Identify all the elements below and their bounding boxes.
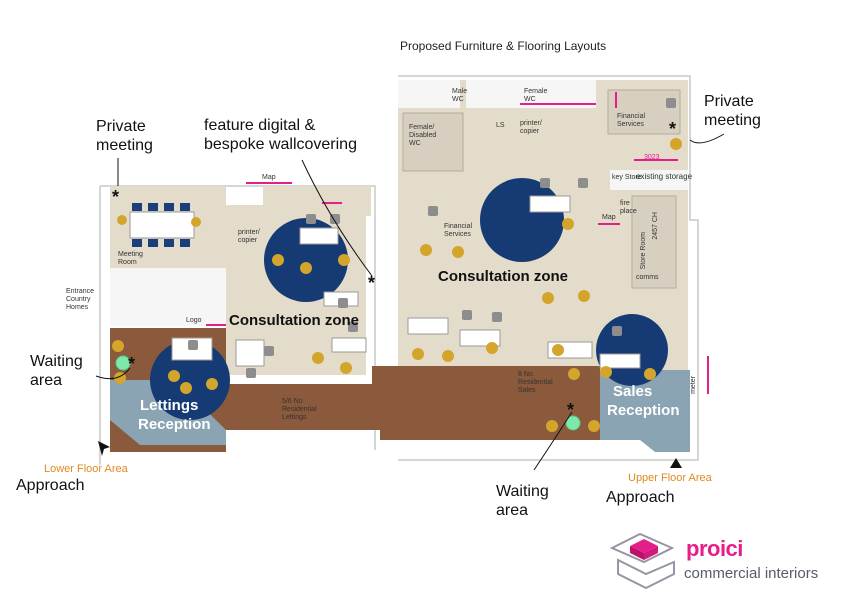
feature-wall-accents: [206, 92, 709, 394]
annotation-line: bespoke wallcovering: [204, 136, 357, 153]
map-left-label: Map: [262, 174, 276, 181]
room-line: Room: [118, 259, 137, 266]
service-rooms: [402, 89, 681, 289]
printer-copier-right-label: printer/ copier: [520, 120, 542, 136]
annotation-line: area: [496, 502, 529, 519]
room-line: Residential: [282, 406, 317, 413]
lettings-reception-label: Lettings Reception: [138, 396, 211, 434]
meeting-room-label: Meeting Room: [118, 251, 143, 267]
leader-lines: [95, 133, 725, 471]
fire-place-label: fire place: [620, 200, 637, 216]
consultation-zone-right-label: Consultation zone: [438, 268, 568, 285]
ls-label: LS: [496, 122, 505, 129]
key-store-label: key Store: [612, 174, 642, 181]
logo-wall-label: Logo: [186, 317, 202, 324]
annotation-line: Private: [704, 93, 754, 110]
map-right-label: Map: [602, 214, 616, 221]
room-line: 5/6 No: [282, 398, 303, 405]
room-line: Disabled: [409, 132, 437, 139]
page-title: Proposed Furniture & Flooring Layouts: [400, 39, 607, 53]
private-meeting-marker-icon: *: [669, 119, 677, 139]
zone-line: Reception: [607, 402, 680, 419]
brand-logo-mark: [609, 532, 675, 590]
room-line: Entrance: [66, 288, 95, 295]
room-line: WC: [452, 96, 464, 103]
dimension-2457-label: 2457 CH: [652, 212, 659, 240]
private-meeting-right-label: Private meeting: [704, 92, 761, 130]
annotation-line: Waiting: [30, 353, 83, 370]
room-line: place: [620, 208, 637, 215]
room-line: Lettings: [282, 414, 307, 421]
room-line: Female/: [409, 124, 435, 131]
room-line: printer/: [238, 229, 260, 236]
residential-lettings-label: 5/6 No Residential Lettings: [282, 398, 317, 422]
annotation-line: Waiting: [496, 483, 549, 500]
dimension-3023-label: 3023: [644, 154, 660, 161]
printer-copier-left-label: printer/ copier: [238, 229, 260, 245]
financial-services-top-label: Financial Services: [617, 113, 645, 129]
room-line: Financial: [617, 113, 646, 120]
female-disabled-wc-label: Female/ Disabled WC: [409, 124, 436, 148]
comms-label: comms: [636, 274, 659, 281]
existing-storage-label: existing storage: [636, 172, 693, 181]
annotation-line: meeting: [96, 137, 153, 154]
meeting-table: [129, 203, 195, 247]
annotation-line: Private: [96, 118, 146, 135]
waiting-area-left-label: Waiting area: [30, 352, 83, 390]
private-meeting-left-label: Private meeting: [96, 117, 153, 155]
residential-sales-label: 8 No Residential Sales: [518, 371, 553, 395]
male-wc-label: Male WC: [452, 88, 467, 104]
approach-left-label: Approach: [16, 477, 85, 494]
room-line: Services: [617, 121, 644, 128]
annotation-line: feature digital &: [204, 117, 316, 134]
room-line: 8 No: [518, 371, 533, 378]
lower-floor-label: Lower Floor Area: [44, 463, 128, 475]
feature-wall-marker-icon: *: [368, 273, 376, 293]
meter-label: meter: [690, 376, 697, 394]
room-line: Homes: [66, 304, 89, 311]
zone-line: Reception: [138, 416, 211, 433]
waiting-area-right-label: Waiting area: [496, 482, 549, 520]
feature-wallcovering-label: feature digital & bespoke wallcovering: [204, 116, 357, 154]
brand-tagline: commercial interiors: [684, 565, 819, 582]
room-line: Financial: [444, 223, 473, 230]
timber-floor: [110, 328, 600, 452]
annotation-line: area: [30, 372, 63, 389]
entrance-label: Entrance Country Homes: [66, 288, 94, 312]
room-line: Female: [524, 88, 548, 95]
zone-line: Sales: [613, 383, 653, 400]
waiting-tables: [115, 355, 581, 431]
annotation-line: meeting: [704, 112, 761, 129]
upper-floor-label: Upper Floor Area: [628, 472, 712, 484]
desks: [171, 195, 641, 369]
room-line: fire: [620, 200, 630, 207]
voids: [110, 80, 688, 326]
sales-reception-label: Sales Reception: [607, 382, 680, 420]
waiting-marker-icon: *: [567, 400, 575, 420]
room-line: WC: [409, 140, 421, 147]
room-line: copier: [238, 237, 258, 244]
zone-line: Lettings: [140, 397, 199, 414]
office-chairs: [188, 98, 676, 378]
room-line: Residential: [518, 379, 553, 386]
approach-arrows: [98, 441, 682, 468]
room-line: WC: [524, 96, 536, 103]
room-line: Sales: [518, 387, 536, 394]
room-line: copier: [520, 128, 540, 135]
sales-reception-floor: [600, 370, 690, 452]
waiting-marker-icon: *: [128, 354, 136, 374]
room-line: Services: [444, 231, 471, 238]
store-room-label: Store Room: [640, 232, 647, 270]
brand-name: proici: [686, 536, 743, 561]
female-wc-label: Female WC: [524, 88, 547, 104]
room-line: printer/: [520, 120, 542, 127]
consultation-zone-left-label: Consultation zone: [229, 312, 359, 329]
financial-services-mid-label: Financial Services: [444, 223, 472, 239]
private-meeting-marker-icon: *: [112, 187, 120, 207]
approach-right-label: Approach: [606, 489, 675, 506]
room-line: Meeting: [118, 251, 143, 258]
room-line: Country: [66, 296, 91, 303]
room-line: Male: [452, 88, 468, 95]
